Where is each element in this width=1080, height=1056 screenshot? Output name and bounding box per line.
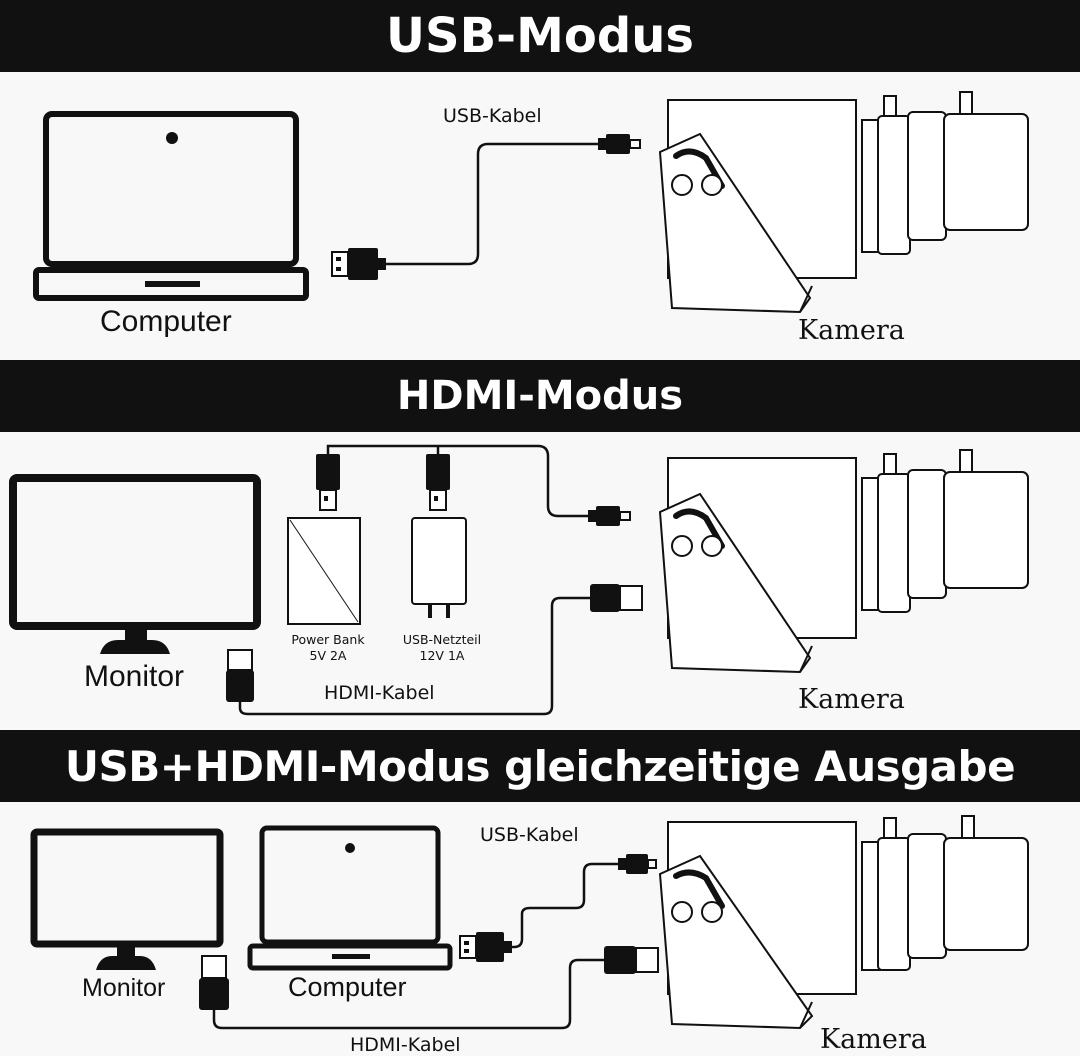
- usb-adapter-label: USB-Netzteil 12V 1A: [402, 632, 482, 664]
- usb-cable-label: USB-Kabel: [443, 105, 542, 127]
- power-bank-icon: [287, 517, 361, 625]
- hdmi-plug-icon: [226, 649, 254, 702]
- hdmi-mode-section: Monitor Power Bank 5V 2A USB-Netzteil 12…: [0, 432, 1080, 730]
- laptop-icon: [33, 111, 309, 301]
- computer-label: Computer: [288, 972, 407, 1002]
- hdmi-cable-line: [212, 958, 604, 1030]
- hdmi-cable-label: HDMI-Kabel: [350, 1034, 461, 1056]
- hdmi-plug-icon: [604, 946, 659, 974]
- usb-mode-diagram: [33, 91, 1029, 314]
- camera-icon: [658, 815, 1029, 1030]
- usb-mode-section: USB-Kabel Computer Kamera: [0, 72, 1080, 360]
- micro-usb-plug-icon: [598, 134, 641, 154]
- micro-usb-plug-icon: [588, 506, 631, 526]
- camera-label: Kamera: [820, 1024, 927, 1055]
- usb-a-plug-icon: [316, 454, 340, 511]
- usb-adapter-spec: 12V 1A: [419, 648, 465, 663]
- hdmi-cable-label: HDMI-Kabel: [324, 682, 435, 704]
- usb-adapter-name: USB-Netzteil: [402, 632, 482, 647]
- banner-hdmi-mode: HDMI-Modus: [0, 360, 1080, 432]
- monitor-icon: [30, 828, 224, 970]
- monitor-label: Monitor: [82, 974, 166, 1002]
- laptop-icon: [247, 825, 453, 971]
- hdmi-plug-icon: [590, 584, 643, 612]
- usb-adapter-icon: [411, 517, 467, 618]
- computer-label: Computer: [100, 305, 232, 338]
- camera-icon: [658, 91, 1029, 314]
- usb-cable-line: [386, 142, 600, 266]
- usb-a-plug-icon: [331, 248, 386, 280]
- monitor-icon: [9, 474, 261, 654]
- power-bank-name: Power Bank: [291, 632, 365, 647]
- monitor-label: Monitor: [84, 660, 185, 693]
- camera-icon: [658, 449, 1029, 674]
- usb-hdmi-mode-diagram: [30, 815, 1029, 1030]
- usb-a-plug-icon: [426, 454, 450, 511]
- hdmi-plug-icon: [199, 955, 229, 1010]
- banner-usb-mode: USB-Modus: [0, 0, 1080, 72]
- power-bank-spec: 5V 2A: [309, 648, 347, 663]
- power-bank-label: Power Bank 5V 2A: [288, 632, 368, 664]
- usb-cable-label: USB-Kabel: [480, 824, 579, 846]
- camera-label: Kamera: [798, 684, 905, 715]
- usb-cable-line: [326, 444, 590, 518]
- hdmi-cable-line: [238, 596, 590, 716]
- banner-usb-hdmi-mode: USB+HDMI-Modus gleichzeitige Ausgabe: [0, 730, 1080, 802]
- usb-cable-line: [512, 862, 620, 949]
- usb-a-plug-icon: [459, 932, 512, 962]
- micro-usb-plug-icon: [618, 854, 657, 874]
- hdmi-mode-diagram: [9, 444, 1029, 716]
- camera-label: Kamera: [798, 315, 905, 346]
- usb-hdmi-mode-section: USB-Kabel Monitor Computer HDMI-Kabel Ka…: [0, 802, 1080, 1056]
